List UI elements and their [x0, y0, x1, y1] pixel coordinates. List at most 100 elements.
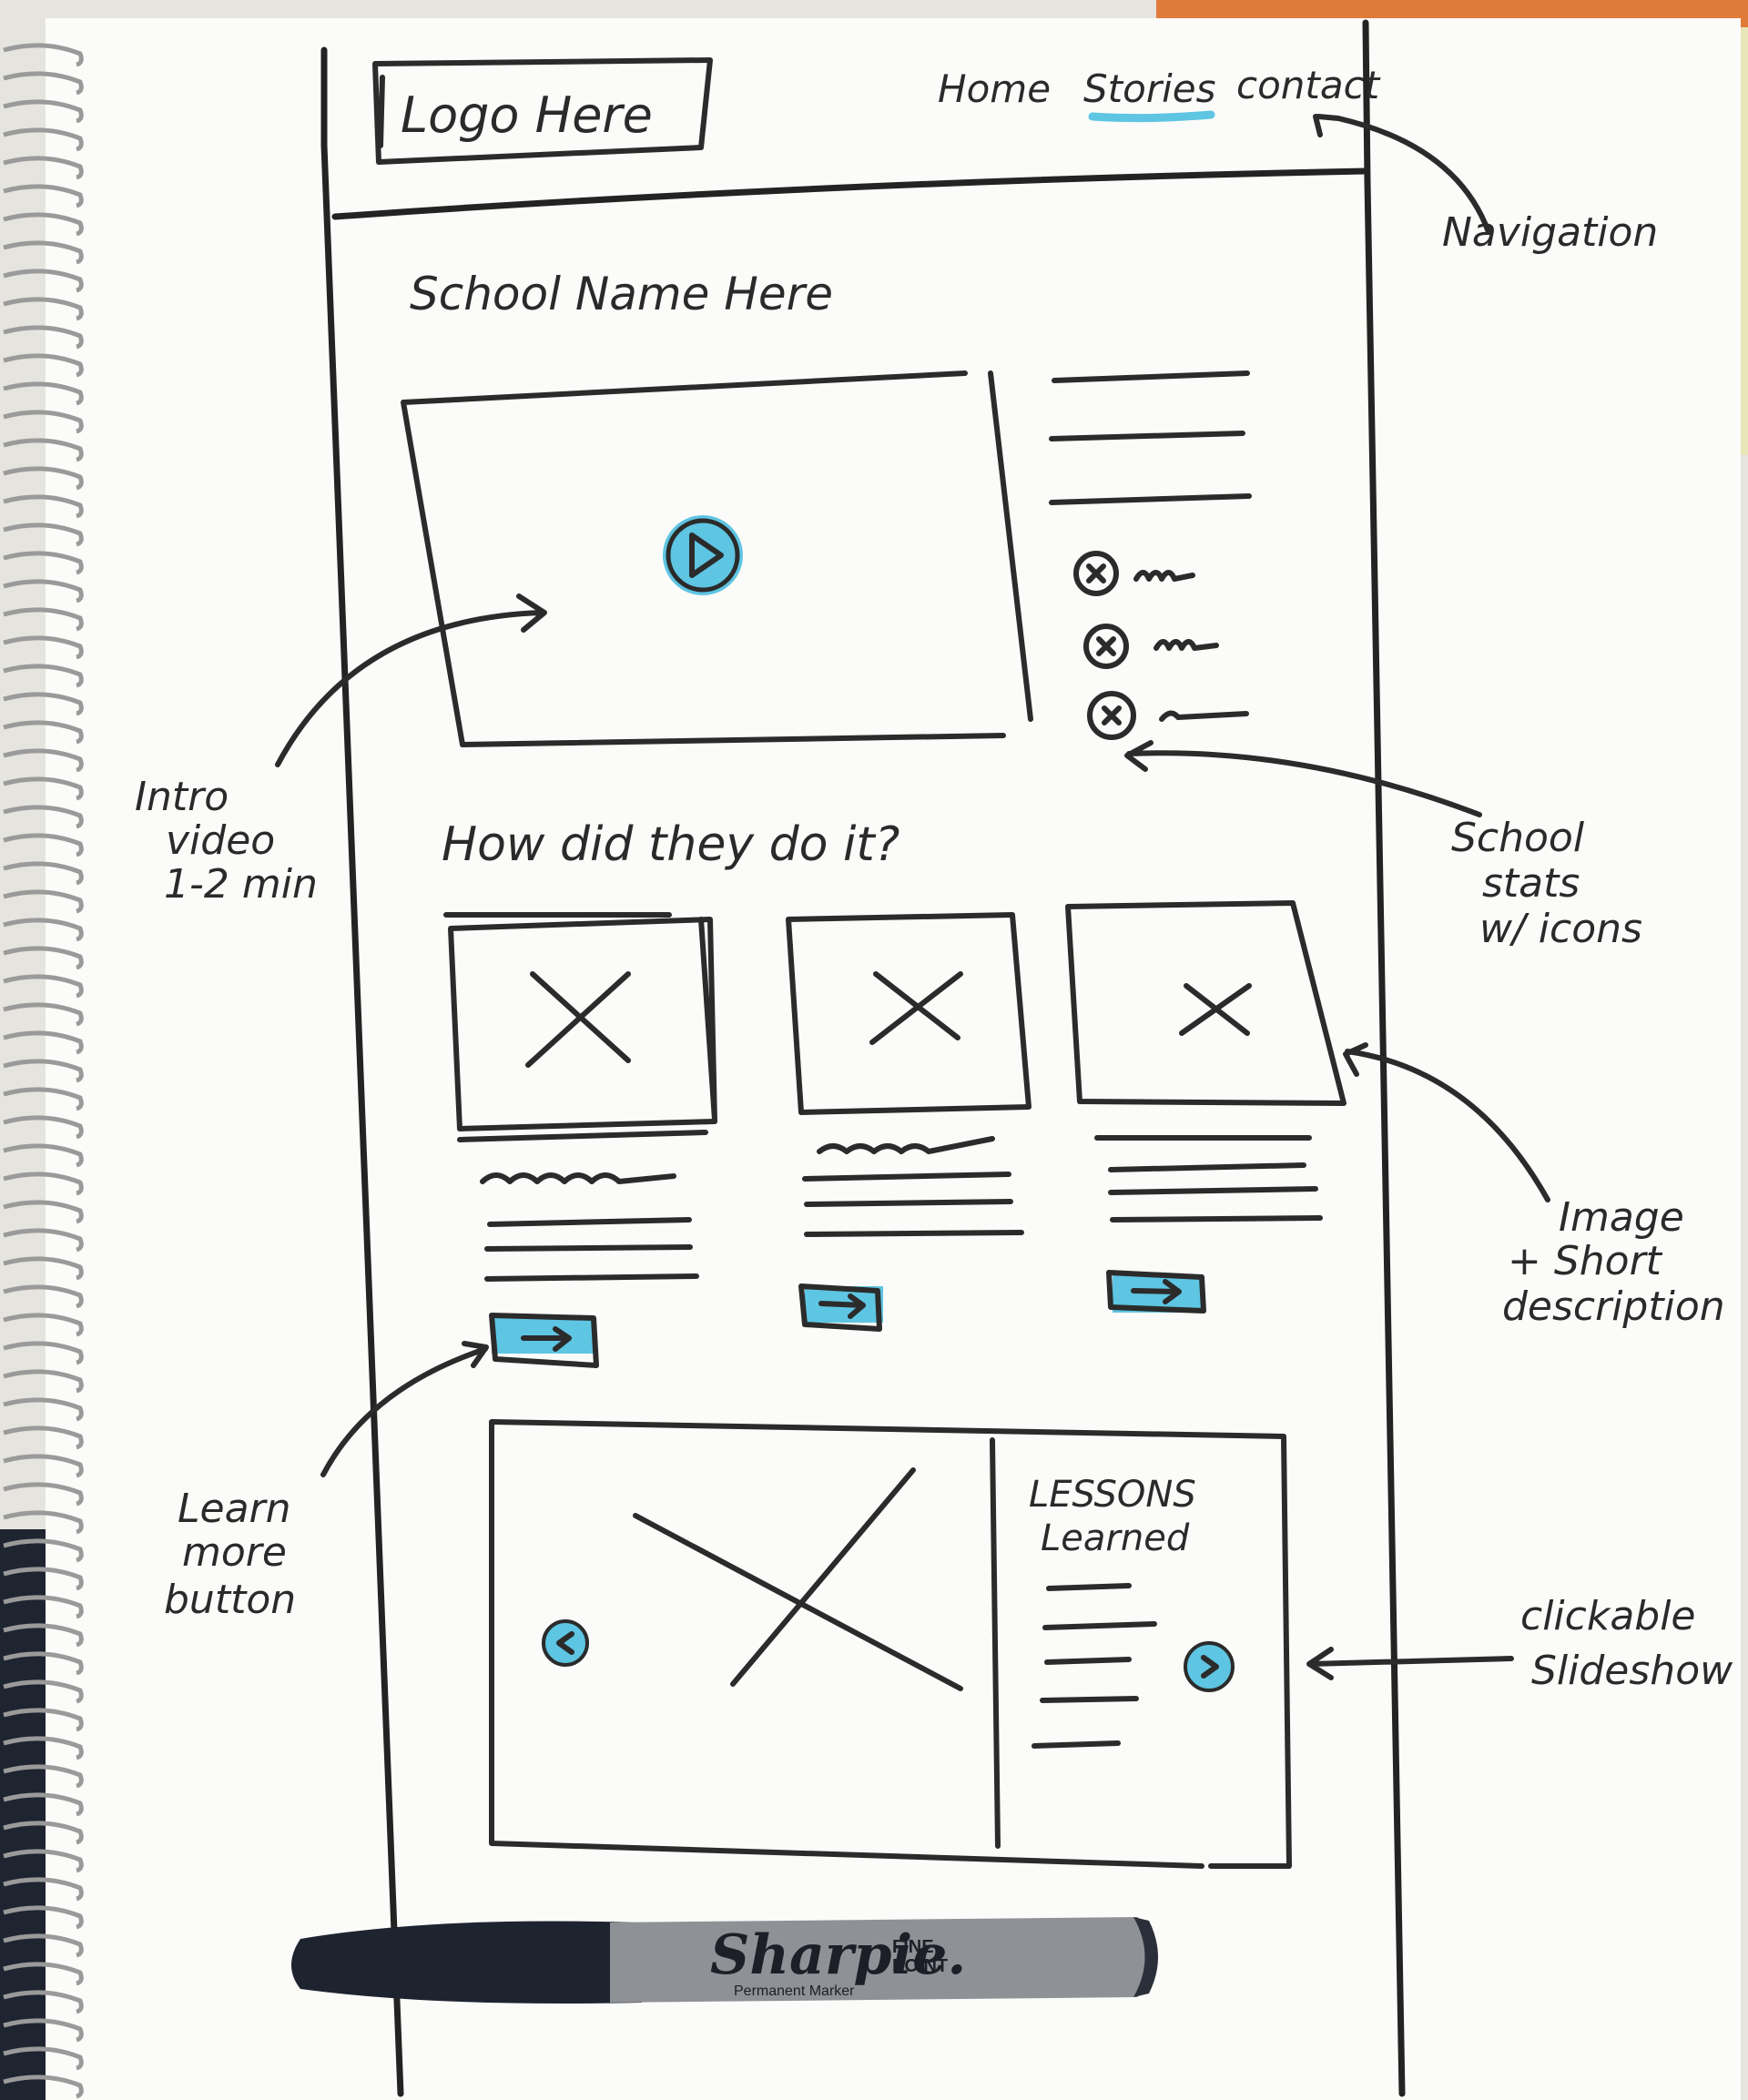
card-description-lines: [1108, 1162, 1323, 1222]
spiral-ring: [3, 776, 84, 801]
stats-heading-line-3: [1049, 493, 1252, 505]
spiral-ring: [3, 1200, 84, 1224]
story-card: [1065, 900, 1347, 1314]
marker-brand: Sharpie.: [710, 1923, 966, 1987]
spiral-ring: [3, 1736, 84, 1760]
spiral-ring: [3, 1143, 84, 1168]
video-frame: [401, 370, 1006, 747]
spiral-ring: [3, 522, 84, 547]
image-placeholder-icon: [525, 971, 631, 1068]
annotation-navigation: Navigation: [1313, 114, 1658, 256]
intro-video-block: [401, 370, 1252, 747]
annotation-arrow: [1306, 1647, 1514, 1680]
nav-stories[interactable]: Stories: [1083, 66, 1215, 111]
spiral-ring: [3, 1341, 84, 1365]
spiral-ring: [3, 2075, 84, 2099]
spiral-ring: [3, 720, 84, 745]
stats-heading-line-2: [1049, 431, 1245, 441]
svg-text:more: more: [182, 1529, 287, 1576]
spiral-ring: [3, 240, 84, 265]
spiral-ring: [3, 635, 84, 660]
annotation-arrow: [275, 593, 547, 767]
slideshow-next-button[interactable]: [1184, 1641, 1235, 1692]
spiral-ring: [3, 494, 84, 519]
site-header: Logo Here Home Stories contact: [331, 57, 1381, 220]
story-card: [443, 912, 717, 1368]
marker-cap: [291, 1921, 642, 2004]
spiral-ring: [3, 212, 84, 237]
marker-end: [1133, 1917, 1158, 1997]
learn-more-button[interactable]: [489, 1313, 599, 1368]
page-left-border: [320, 46, 404, 2097]
slideshow-prev-button[interactable]: [542, 1619, 589, 1667]
spiral-ring: [3, 410, 84, 434]
stat-item: [1083, 624, 1219, 669]
slideshow-image-placeholder: [633, 1467, 963, 1691]
spiral-ring: [3, 99, 84, 124]
spiral-ring: [3, 297, 84, 321]
stat-icon: [1083, 624, 1129, 669]
spiral-ring: [3, 2018, 84, 2043]
nav-active-underline: [1088, 110, 1215, 123]
spiral-ring: [3, 1482, 84, 1507]
annotation-arrow: [1343, 1042, 1550, 1202]
learn-more-button[interactable]: [798, 1283, 883, 1332]
arrow-right-icon: [818, 1293, 866, 1319]
svg-text:Image: Image: [1559, 1194, 1684, 1241]
spiral-ring: [3, 353, 84, 378]
section-heading: How did they do it?: [442, 817, 899, 872]
learn-more-button[interactable]: [1106, 1270, 1206, 1314]
svg-text:School: School: [1451, 815, 1585, 861]
spiral-ring: [3, 1538, 84, 1563]
spiral-ring: [3, 1313, 84, 1337]
annotation-learn-more: Learn more button: [164, 1341, 489, 1623]
card-description-lines: [802, 1172, 1024, 1237]
nav-contact[interactable]: contact: [1236, 63, 1381, 107]
svg-text:description: description: [1502, 1283, 1725, 1330]
page-right-border: [1362, 19, 1406, 2097]
spiral-ring: [3, 1397, 84, 1422]
play-button[interactable]: [663, 515, 743, 595]
spiral-ring: [3, 1087, 84, 1111]
spiral-ring: [3, 325, 84, 350]
spiral-ring: [3, 156, 84, 180]
marker-variant-line-2: POINT: [892, 1956, 948, 1976]
card-image-placeholder: [1065, 900, 1347, 1106]
svg-text:stats: stats: [1482, 860, 1580, 907]
svg-text:1-2 min: 1-2 min: [164, 861, 318, 908]
video-divider: [988, 370, 1033, 722]
logo-box: [372, 57, 713, 165]
spiral-ring: [3, 1651, 84, 1676]
spiral-ring: [3, 1510, 84, 1535]
spiral-ring: [3, 1369, 84, 1394]
spiral-ring: [3, 692, 84, 716]
svg-text:w/ icons: w/ icons: [1479, 906, 1642, 952]
spiral-ring: [3, 1567, 84, 1591]
spiral-ring: [3, 748, 84, 773]
spiral-ring: [3, 71, 84, 96]
logo-text: Logo Here: [401, 86, 653, 144]
spiral-ring: [3, 551, 84, 575]
spiral-ring: [3, 1679, 84, 1704]
school-name: School Name Here: [410, 268, 833, 320]
spiral-ring: [3, 1595, 84, 1619]
slideshow-text-lines: [1032, 1583, 1157, 1749]
svg-text:Learn: Learn: [178, 1486, 291, 1532]
spiral-ring: [3, 918, 84, 942]
spiral-ring: [3, 861, 84, 886]
spiral-ring: [3, 1256, 84, 1281]
nav-home[interactable]: Home: [938, 66, 1051, 111]
marker-variant-line-1: FINE: [892, 1937, 934, 1957]
chevron-left-icon: [556, 1631, 574, 1655]
spiral-ring: [3, 607, 84, 632]
svg-text:clickable: clickable: [1520, 1593, 1696, 1639]
chevron-right-icon: [1201, 1655, 1219, 1679]
spiral-ring: [3, 974, 84, 999]
spiral-ring: [3, 1792, 84, 1817]
slideshow-heading-line-1: LESSONS: [1029, 1474, 1196, 1516]
spiral-ring: [3, 805, 84, 829]
image-placeholder-icon: [869, 971, 963, 1045]
annotation-arrow: [320, 1341, 489, 1477]
spiral-ring: [3, 946, 84, 970]
annotation-intro-video: Intro video 1-2 min: [135, 593, 547, 908]
